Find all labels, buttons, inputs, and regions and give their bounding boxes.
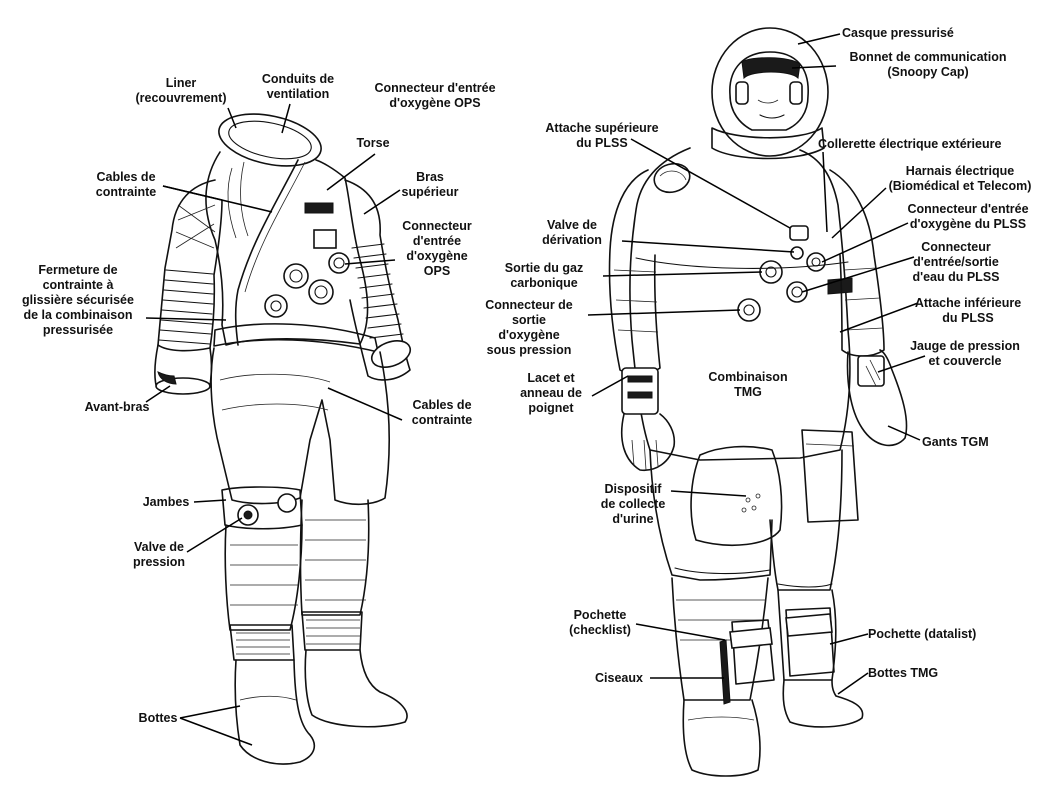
label-valve-pression: Valve de pression (124, 540, 194, 570)
label-jambes: Jambes (136, 495, 196, 510)
pressure-suit-drawing (155, 106, 414, 764)
label-bottes-tmg: Bottes TMG (868, 666, 958, 681)
label-torse: Torse (348, 136, 398, 151)
label-liner: Liner (recouvrement) (128, 76, 234, 106)
label-casque: Casque pressurisé (842, 26, 992, 41)
label-pochette-checklist: Pochette (checklist) (562, 608, 638, 638)
label-combinaison-tmg: Combinaison TMG (696, 370, 800, 400)
label-jauge: Jauge de pression et couvercle (900, 339, 1030, 369)
label-ciseaux: Ciseaux (588, 671, 650, 686)
label-connecteur-o2-plss: Connecteur d'entrée d'oxygène du PLSS (898, 202, 1038, 232)
label-connecteur-ops-top: Connecteur d'entrée d'oxygène OPS (365, 81, 505, 111)
label-connecteur-sortie-o2: Connecteur de sortie d'oxygène sous pres… (468, 298, 590, 358)
label-connecteur-eau: Connecteur d'entrée/sortie d'eau du PLSS (904, 240, 1008, 285)
label-lacet: Lacet et anneau de poignet (512, 371, 590, 416)
label-bottes-left: Bottes (130, 711, 186, 726)
label-harnais: Harnais électrique (Biomédical et Teleco… (878, 164, 1042, 194)
label-connecteur-ops-mid: Connecteur d'entrée d'oxygène OPS (394, 219, 480, 279)
label-valve-derivation: Valve de dérivation (522, 218, 622, 248)
label-bras-superieur: Bras supérieur (392, 170, 468, 200)
label-attache-inferieure: Attache inférieure du PLSS (906, 296, 1030, 326)
label-bonnet: Bonnet de communication (Snoopy Cap) (838, 50, 1018, 80)
label-fermeture: Fermeture de contrainte à glissière sécu… (8, 263, 148, 338)
label-sortie-gaz: Sortie du gaz carbonique (486, 261, 602, 291)
label-gants: Gants TGM (922, 435, 1018, 450)
label-dispositif: Dispositif de collecte d'urine (592, 482, 674, 527)
label-attache-superieure: Attache supérieure du PLSS (532, 121, 672, 151)
label-avant-bras: Avant-bras (80, 400, 154, 415)
label-cables-contrainte-left: Cables de contrainte (86, 170, 166, 200)
label-pochette-datalist: Pochette (datalist) (868, 627, 1004, 642)
label-conduits-ventilation: Conduits de ventilation (250, 72, 346, 102)
label-collerette: Collerette électrique extérieure (818, 137, 1030, 152)
label-cables-contrainte-mid: Cables de contrainte (400, 398, 484, 428)
